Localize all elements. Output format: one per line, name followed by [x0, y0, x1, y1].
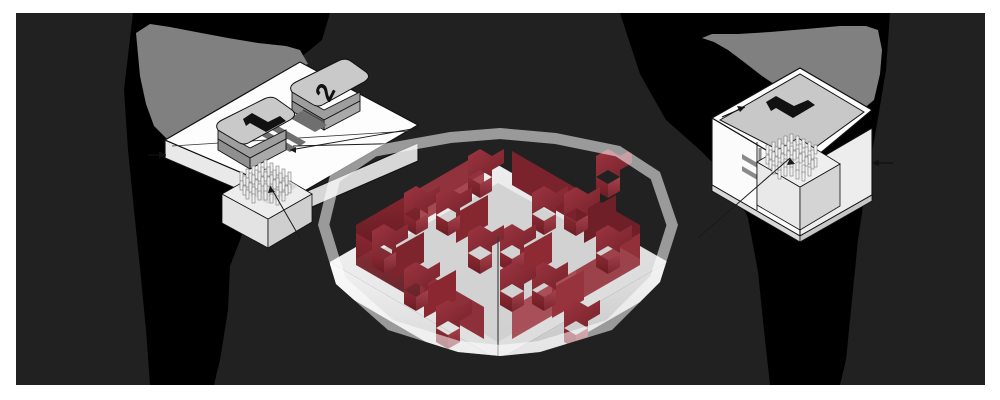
micropost — [436, 187, 472, 236]
left-device[interactable]: 2 1 — [148, 58, 420, 249]
micropost — [404, 186, 440, 235]
right-dimension-arrow-top — [721, 106, 746, 118]
micropost — [532, 186, 568, 235]
micropost — [404, 262, 440, 311]
gray-wedge-left — [136, 24, 308, 147]
micropost — [564, 187, 600, 236]
left-chamber-1-left — [217, 138, 251, 170]
right-device[interactable]: 1 — [697, 67, 893, 243]
center-interior-walls — [392, 195, 616, 318]
center-post-grid — [372, 149, 632, 349]
left-chamber-1-cutout — [243, 113, 286, 132]
micropost — [532, 262, 568, 311]
micropost — [468, 225, 504, 274]
left-chamber-2-top — [290, 58, 370, 107]
left-dimension-arrow — [148, 151, 166, 159]
center-micropost-array[interactable] — [318, 128, 678, 384]
right-cube-right-rim — [799, 194, 873, 243]
left-chamber-1[interactable]: 1 — [216, 96, 296, 170]
right-dimension-arrow-side — [872, 159, 893, 167]
micropost — [500, 263, 536, 312]
center-haze-overlay — [318, 128, 678, 356]
micropost — [372, 224, 408, 273]
left-inset-pillar-field — [237, 159, 298, 206]
micropost — [596, 225, 632, 274]
right-top-plate-cutout-1 — [766, 96, 815, 118]
micropost — [468, 149, 504, 198]
right-leader-lines — [697, 157, 795, 239]
